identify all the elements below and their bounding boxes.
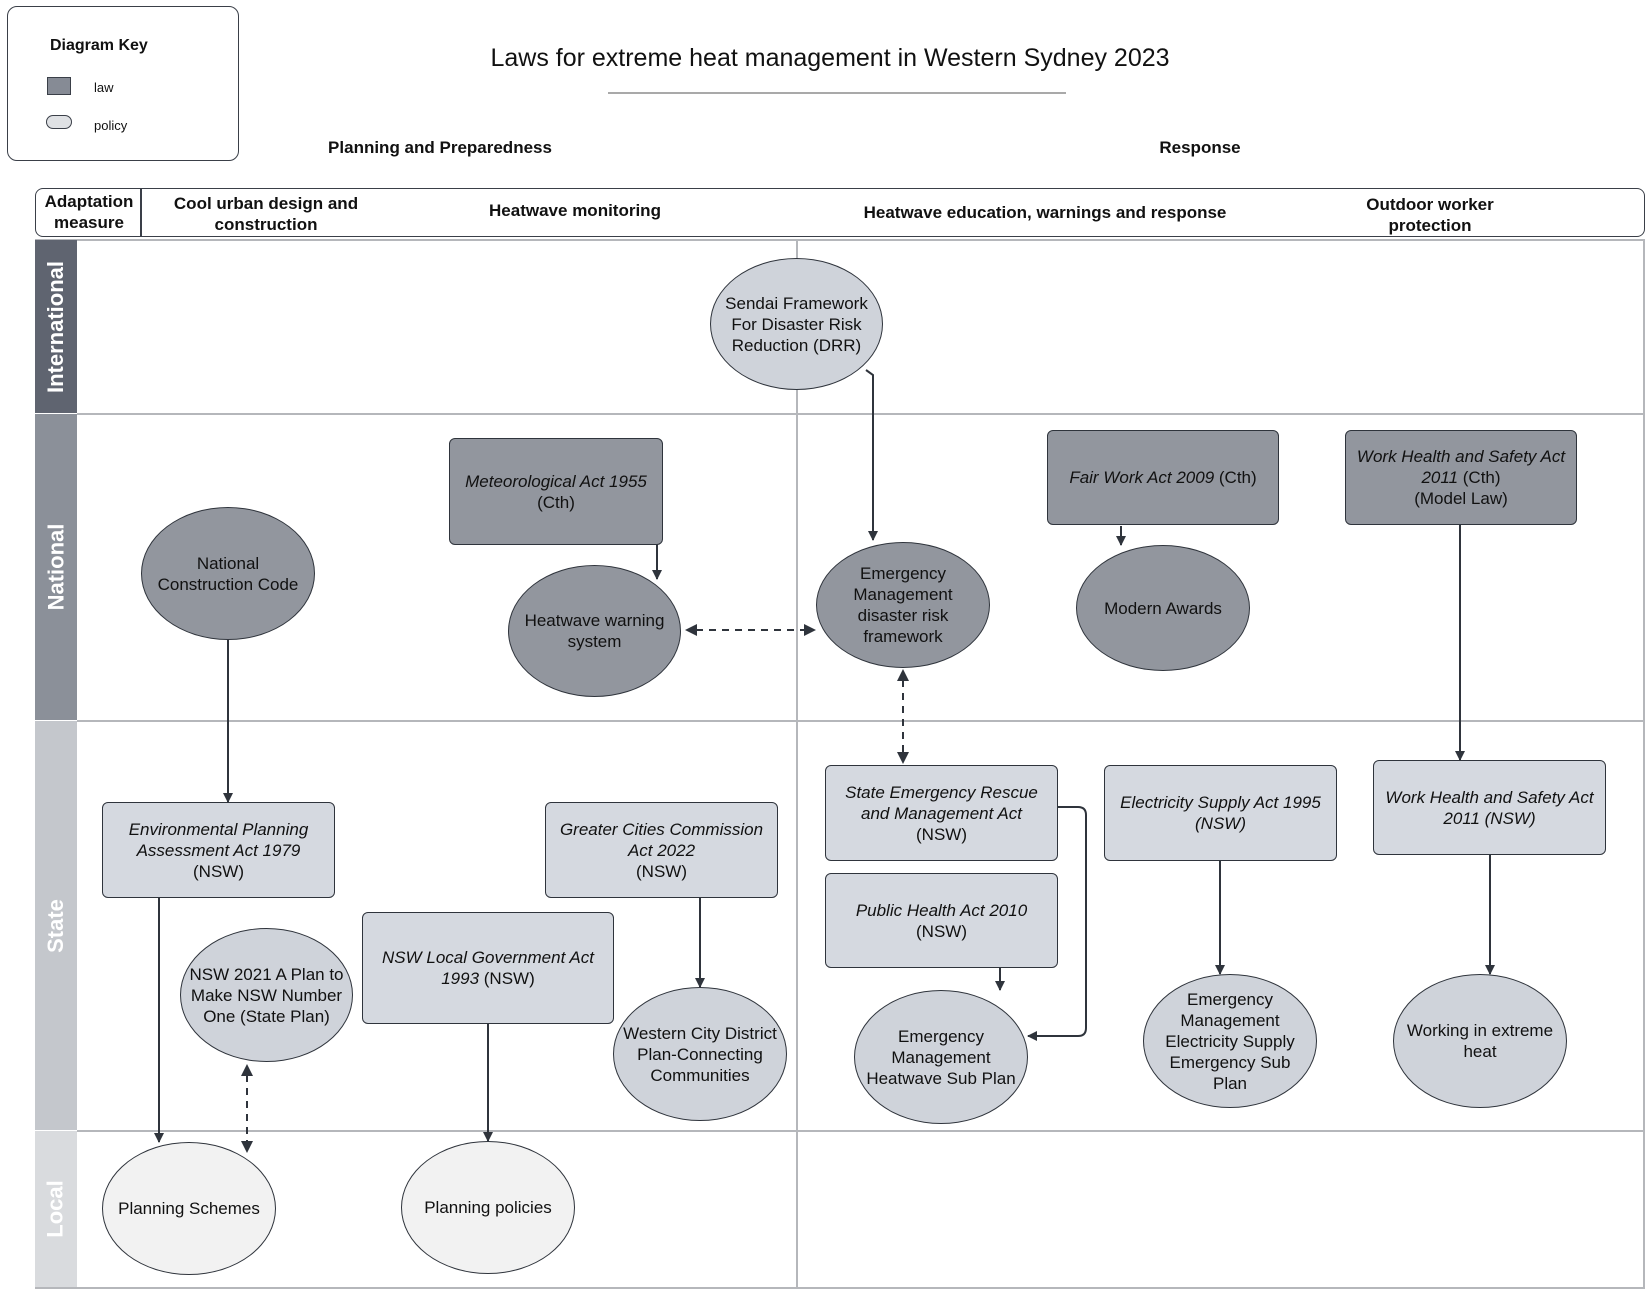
node-epa-act: Environmental Planning Assessment Act 19…	[102, 802, 335, 898]
node-sendai-framework: Sendai Framework For Disaster Risk Reduc…	[710, 258, 883, 390]
node-public-health-act: Public Health Act 2010(NSW)	[825, 873, 1058, 968]
lane-local: Local	[35, 1131, 77, 1287]
node-em-heatwave-sub-plan: Emergency Management Heatwave Sub Plan	[854, 990, 1028, 1124]
header-divider	[140, 188, 142, 237]
grid-phase-divider	[796, 239, 798, 1289]
law-swatch	[47, 77, 71, 95]
arrow-sendai-to-em-framework	[865, 369, 878, 541]
grid-international-national	[77, 413, 1645, 415]
lane-state: State	[35, 721, 77, 1130]
grid-national-state	[77, 720, 1645, 722]
column-header-bar	[35, 188, 1645, 237]
header-cool-urban-design: Cool urban design and construction	[173, 194, 359, 234]
diagram-key: Diagram Key law policy	[7, 6, 239, 161]
node-whs-act-cth: Work Health and Safety Act 2011 (Cth)(Mo…	[1345, 430, 1577, 525]
node-em-disaster-risk-framework: Emergency Management disaster risk frame…	[816, 542, 990, 668]
lane-national: National	[35, 414, 77, 720]
node-serm-act: State Emergency Rescue and Management Ac…	[825, 765, 1058, 861]
grid-state-local	[77, 1130, 1645, 1132]
node-fair-work-act: Fair Work Act 2009 (Cth)	[1047, 430, 1279, 525]
node-whs-act-nsw: Work Health and Safety Act 2011 (NSW)	[1373, 760, 1606, 855]
node-working-in-extreme-heat: Working in extreme heat	[1393, 974, 1567, 1108]
arrow-serm-to-em-heatwave	[1027, 806, 1087, 1041]
header-outdoor-worker: Outdoor worker protection	[1366, 195, 1494, 235]
node-national-construction-code: National Construction Code	[141, 507, 315, 640]
policy-swatch	[46, 115, 72, 129]
diagram-title: Laws for extreme heat management in West…	[490, 44, 1170, 72]
header-adaptation-measure: Adaptation measure	[44, 192, 134, 232]
grid-right	[1643, 239, 1645, 1289]
node-heatwave-warning-system: Heatwave warning system	[508, 565, 681, 697]
node-modern-awards: Modern Awards	[1076, 545, 1250, 671]
node-western-city-district-plan: Western City District Plan-Connecting Co…	[613, 987, 787, 1121]
node-planning-policies: Planning policies	[401, 1141, 575, 1274]
node-electricity-supply-act: Electricity Supply Act 1995(NSW)	[1104, 765, 1337, 861]
key-law-label: law	[94, 80, 114, 95]
key-title: Diagram Key	[50, 37, 148, 54]
key-policy-label: policy	[94, 118, 128, 133]
node-meteorological-act: Meteorological Act 1955 (Cth)	[449, 438, 663, 545]
node-nsw-2021-state-plan: NSW 2021 A Plan to Make NSW Number One (…	[180, 928, 353, 1062]
grid-bottom	[35, 1287, 1645, 1289]
node-nsw-local-government-act: NSW Local Government Act 1993 (NSW)	[362, 912, 614, 1024]
node-planning-schemes: Planning Schemes	[102, 1142, 276, 1275]
header-heatwave-education: Heatwave education, warnings and respons…	[863, 203, 1227, 222]
phase-planning: Planning and Preparedness	[328, 138, 552, 157]
phase-response: Response	[1159, 138, 1241, 157]
title-underline	[608, 92, 1066, 94]
grid-top	[35, 239, 1645, 241]
lane-international: International	[35, 240, 77, 413]
node-greater-cities-act: Greater Cities Commission Act 2022(NSW)	[545, 802, 778, 898]
header-heatwave-monitoring: Heatwave monitoring	[489, 201, 661, 220]
node-em-electricity-sub-plan: Emergency Management Electricity Supply …	[1143, 974, 1317, 1108]
